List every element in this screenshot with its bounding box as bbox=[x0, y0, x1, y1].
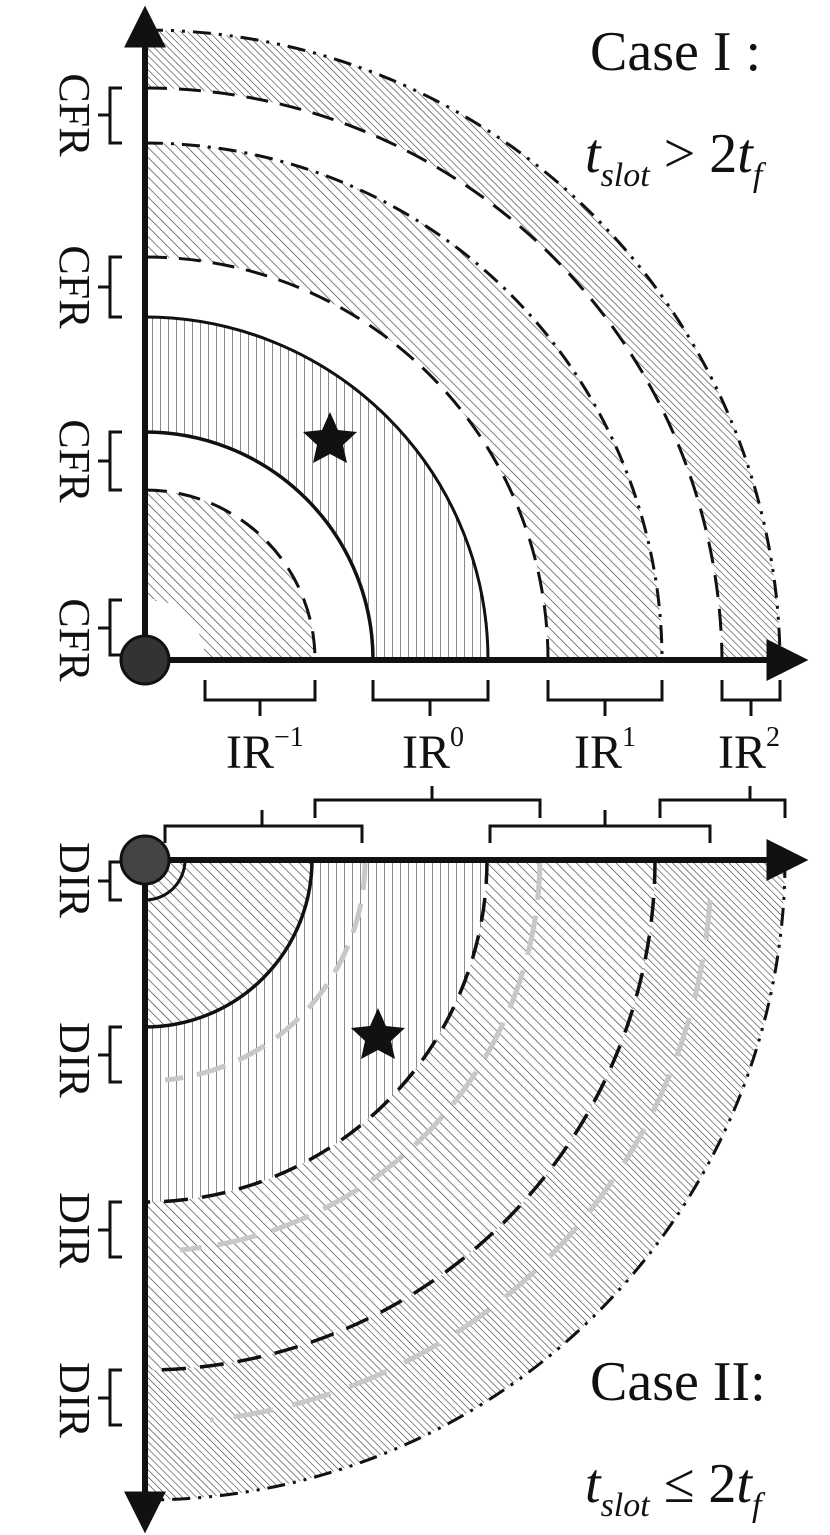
bottom-panel bbox=[98, 786, 809, 1534]
bottom-band-vertical bbox=[145, 860, 487, 1202]
top-arc bbox=[144, 86, 724, 661]
top-arc bbox=[144, 315, 490, 661]
bottom-left-brace bbox=[98, 860, 122, 902]
ir-brace bbox=[203, 680, 317, 716]
bottom-top-brace bbox=[163, 810, 364, 843]
top-arc bbox=[144, 255, 550, 661]
bottom-top-brace bbox=[488, 810, 712, 843]
ir-label: IR2 bbox=[718, 722, 780, 779]
ir-label: IR0 bbox=[402, 722, 464, 779]
dir-label: DIR bbox=[50, 842, 99, 918]
dir-label: DIR bbox=[50, 1022, 99, 1098]
bottom-top-brace bbox=[313, 786, 542, 818]
case-bottom-title: Case II: bbox=[590, 1351, 766, 1413]
top-left-brace bbox=[98, 86, 122, 145]
bottom-origin-node bbox=[119, 834, 171, 886]
bottom-band-inner bbox=[145, 860, 312, 1027]
star-icon bbox=[303, 412, 357, 463]
top-origin-node bbox=[119, 634, 171, 686]
ghost-arc bbox=[164, 859, 368, 1083]
top-arc bbox=[144, 430, 375, 661]
top-band-ir2 bbox=[145, 30, 780, 660]
dir-label: DIR bbox=[50, 1192, 99, 1268]
bottom-arc bbox=[144, 859, 657, 1372]
top-band-ir0 bbox=[145, 317, 488, 660]
top-band-ir1 bbox=[145, 143, 662, 660]
bottom-arc bbox=[144, 859, 787, 1502]
ir-brace bbox=[546, 680, 664, 716]
ir-label: IR1 bbox=[574, 722, 636, 779]
top-arc bbox=[144, 488, 317, 661]
bottom-top-brace bbox=[658, 786, 787, 818]
cfr-label: CFR bbox=[50, 245, 99, 329]
bottom-left-brace bbox=[98, 1025, 122, 1084]
case-top-title: Case I : bbox=[590, 21, 761, 83]
cfr-label: CFR bbox=[50, 73, 99, 157]
ir-label: IR−1 bbox=[226, 722, 304, 779]
case-bottom-condition: tslot ≤ 2tf bbox=[585, 1453, 766, 1524]
bottom-band-outer bbox=[145, 860, 785, 1500]
case-top-condition: tslot > 2tf bbox=[585, 123, 767, 194]
top-left-brace bbox=[98, 430, 122, 492]
bottom-band-second bbox=[145, 860, 655, 1370]
ghost-arc bbox=[179, 859, 543, 1253]
ir-brace bbox=[371, 680, 490, 716]
dir-label: DIR bbox=[50, 1362, 99, 1438]
ir-brace bbox=[720, 680, 782, 716]
top-band-irm1 bbox=[145, 490, 315, 660]
star-icon bbox=[351, 1008, 405, 1059]
bottom-arc bbox=[144, 859, 489, 1204]
top-left-brace bbox=[98, 255, 122, 319]
top-left-brace bbox=[98, 598, 122, 657]
ghost-arc bbox=[209, 899, 713, 1423]
bottom-arc bbox=[144, 859, 187, 902]
bottom-left-brace bbox=[98, 1200, 122, 1259]
bottom-arc bbox=[144, 859, 314, 1029]
top-panel bbox=[98, 5, 809, 716]
top-arc bbox=[144, 141, 664, 661]
cfr-label: CFR bbox=[50, 419, 99, 503]
cfr-label: CFR bbox=[50, 598, 99, 682]
bottom-left-brace bbox=[98, 1368, 122, 1427]
top-arc bbox=[144, 28, 782, 661]
